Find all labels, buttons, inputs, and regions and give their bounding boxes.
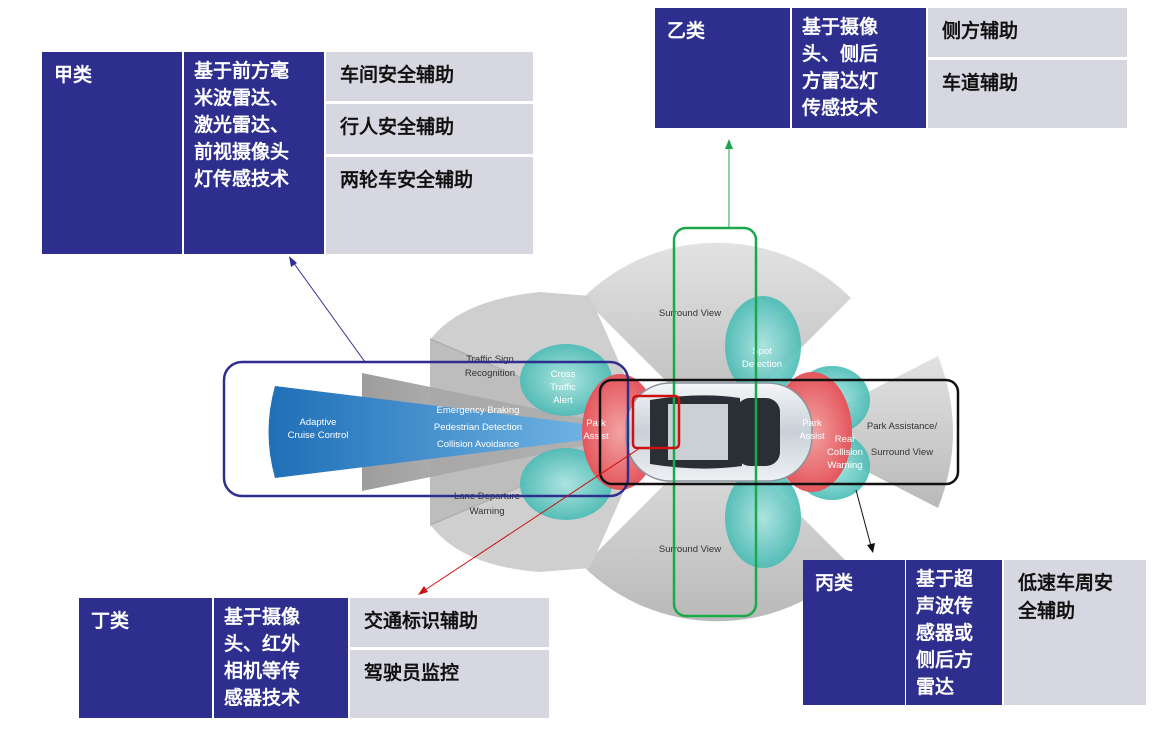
- surround-bottom-label: Surround View: [659, 544, 721, 555]
- front-park-label-1: Park: [586, 418, 606, 429]
- group-d-function-1: 交通标识辅助: [350, 598, 549, 647]
- group-d-category: 丁类: [79, 598, 212, 718]
- group-b-arrow: [725, 139, 733, 228]
- traffic-sign-label-2: Recognition: [465, 368, 515, 379]
- emergency-label-2: Pedestrian Detection: [434, 422, 522, 433]
- group-a-tech: 基于前方毫 米波雷达、 激光雷达、 前视摄像头 灯传感技术: [184, 52, 324, 254]
- group-c-outline: [598, 378, 960, 486]
- rear-collision-label-2: Collision: [827, 447, 863, 458]
- emergency-label-3: Collision Avoidance: [437, 439, 519, 450]
- group-c-arrow: [855, 489, 875, 553]
- cross-traffic-bottom-bubble: [520, 448, 612, 520]
- group-b-function-2: 车道辅助: [928, 60, 1127, 128]
- svg-text:Surround View: Surround View: [871, 447, 933, 458]
- group-a-arrow: [289, 256, 366, 363]
- spot-label-1: Spot: [752, 346, 772, 357]
- svg-text:Cruise Control: Cruise Control: [288, 430, 349, 441]
- rear-grey-fan: [790, 356, 953, 508]
- svg-text:Alert: Alert: [553, 395, 573, 406]
- svg-text:Pedestrian Detection: Pedestrian Detection: [434, 422, 522, 433]
- adaptive-label-2: Cruise Control: [288, 430, 349, 441]
- rear-park-label-2: Assist: [799, 431, 825, 442]
- cross-traffic-label-1: Cross: [551, 369, 576, 380]
- car-icon: [625, 382, 813, 482]
- adaptive-cruise-zone: [268, 386, 650, 478]
- svg-text:Assist: Assist: [583, 431, 609, 442]
- group-a-function-3: 两轮车安全辅助: [326, 157, 533, 254]
- group-b-function-1: 侧方辅助: [928, 8, 1127, 57]
- svg-text:Detection: Detection: [742, 359, 782, 370]
- svg-text:Recognition: Recognition: [465, 368, 515, 379]
- svg-text:Rear: Rear: [835, 434, 856, 445]
- park-surround-label-2: Surround View: [871, 447, 933, 458]
- rear-park-label-1: Park: [802, 418, 822, 429]
- svg-text:Adaptive: Adaptive: [300, 417, 337, 428]
- group-b-outline: [672, 226, 758, 618]
- group-d-arrow: [418, 447, 641, 595]
- group-d-tech: 基于摄像 头、红外 相机等传 感器技术: [214, 598, 348, 718]
- svg-text:Park: Park: [802, 418, 822, 429]
- surround-top-label: Surround View: [659, 308, 721, 319]
- svg-text:Surround View: Surround View: [659, 308, 721, 319]
- lane-departure-label-2: Warning: [469, 506, 504, 517]
- group-d-outline: [631, 394, 681, 450]
- svg-text:Assist: Assist: [799, 431, 825, 442]
- rear-collision-label-3: Warning: [827, 460, 862, 471]
- cross-traffic-label-3: Alert: [553, 395, 573, 406]
- svg-text:Cross: Cross: [551, 369, 576, 380]
- spot-detection-bubble-bottom: [725, 468, 801, 568]
- group-b-tech: 基于摄像 头、侧后 方雷达灯 传感技术: [792, 8, 926, 128]
- svg-text:Traffic: Traffic: [550, 382, 576, 393]
- spot-label-2: Detection: [742, 359, 782, 370]
- svg-text:Collision Avoidance: Collision Avoidance: [437, 439, 519, 450]
- svg-text:Warning: Warning: [469, 506, 504, 517]
- group-c-tech: 基于超 声波传 感器或 侧后方 雷达: [906, 560, 1002, 705]
- group-c-function-1: 低速车周安 全辅助: [1004, 560, 1146, 705]
- cross-traffic-label-2: Traffic: [550, 382, 576, 393]
- svg-text:Warning: Warning: [827, 460, 862, 471]
- svg-text:Park: Park: [586, 418, 606, 429]
- surround-view-bottom-zone: [583, 432, 851, 622]
- park-surround-label-1: Park Assistance/: [867, 421, 938, 432]
- front-park-label-2: Assist: [583, 431, 609, 442]
- svg-text:Park Assistance/: Park Assistance/: [867, 421, 938, 432]
- adaptive-label-1: Adaptive: [300, 417, 337, 428]
- traffic-sign-label-1: Traffic Sign: [466, 354, 514, 365]
- group-b-category: 乙类: [655, 8, 790, 128]
- surround-view-top-zone: [583, 242, 851, 432]
- emergency-label-1: Emergency Braking: [437, 405, 520, 416]
- group-a-function-2: 行人安全辅助: [326, 104, 533, 154]
- svg-text:Collision: Collision: [827, 447, 863, 458]
- group-a-outline: [222, 360, 630, 498]
- group-a-category: 甲类: [42, 52, 182, 254]
- svg-text:Surround View: Surround View: [659, 544, 721, 555]
- group-d-function-2: 驾驶员监控: [350, 650, 549, 718]
- group-a-function-1: 车间安全辅助: [326, 52, 533, 101]
- group-c-category: 丙类: [803, 560, 905, 705]
- svg-text:Spot: Spot: [752, 346, 772, 357]
- svg-text:Traffic Sign: Traffic Sign: [466, 354, 514, 365]
- spot-detection-bubble: [725, 296, 801, 396]
- svg-text:Emergency Braking: Emergency Braking: [437, 405, 520, 416]
- rear-collision-label-1: Rear: [835, 434, 856, 445]
